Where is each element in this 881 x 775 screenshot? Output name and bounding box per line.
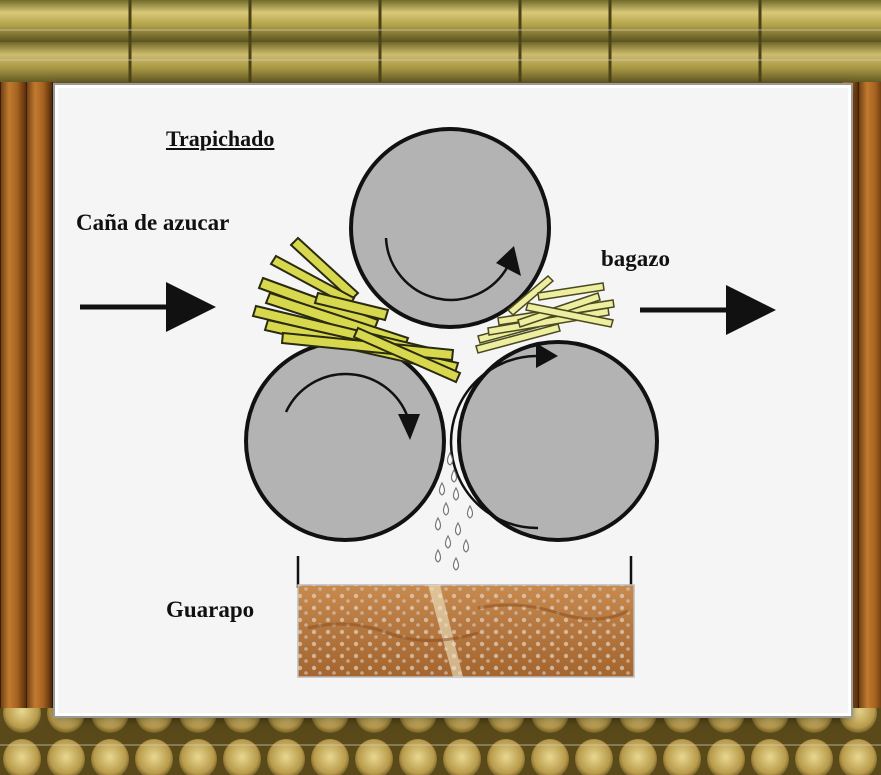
liquid-label: Guarapo <box>166 597 254 623</box>
diagram-title: Trapichado <box>166 126 274 152</box>
left-roller <box>246 342 444 540</box>
juice-tray <box>298 556 634 677</box>
top-roller <box>351 129 549 327</box>
diagram-panel: Trapichado Caña de azucar bagazo Guarapo <box>55 85 851 716</box>
output-label: bagazo <box>601 246 670 272</box>
input-label: Caña de azucar <box>76 210 229 236</box>
right-roller <box>451 342 657 540</box>
